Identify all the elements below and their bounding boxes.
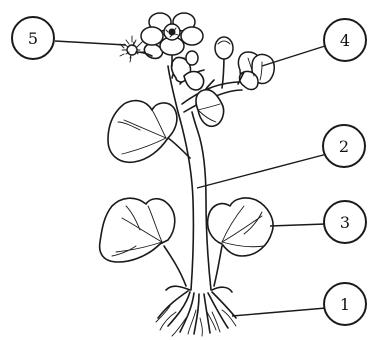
callout-4-label: 4 [340, 31, 350, 50]
callout-1-label: 1 [340, 295, 350, 314]
callout-3-label: 3 [340, 213, 350, 232]
callout-2-label: 2 [339, 137, 349, 156]
callout-3: 3 [270, 201, 366, 243]
leaf-lower-left [100, 198, 186, 286]
flower-side-open [238, 52, 274, 89]
callout-1: 1 [232, 283, 366, 325]
callout-4: 4 [262, 19, 366, 66]
plant-roots [156, 291, 236, 336]
leaf-lower-right [208, 198, 273, 286]
callout-2: 2 [197, 125, 365, 188]
plant-stem [166, 52, 242, 292]
callout-5: 5 [12, 17, 126, 59]
callout-5-label: 5 [28, 29, 38, 48]
